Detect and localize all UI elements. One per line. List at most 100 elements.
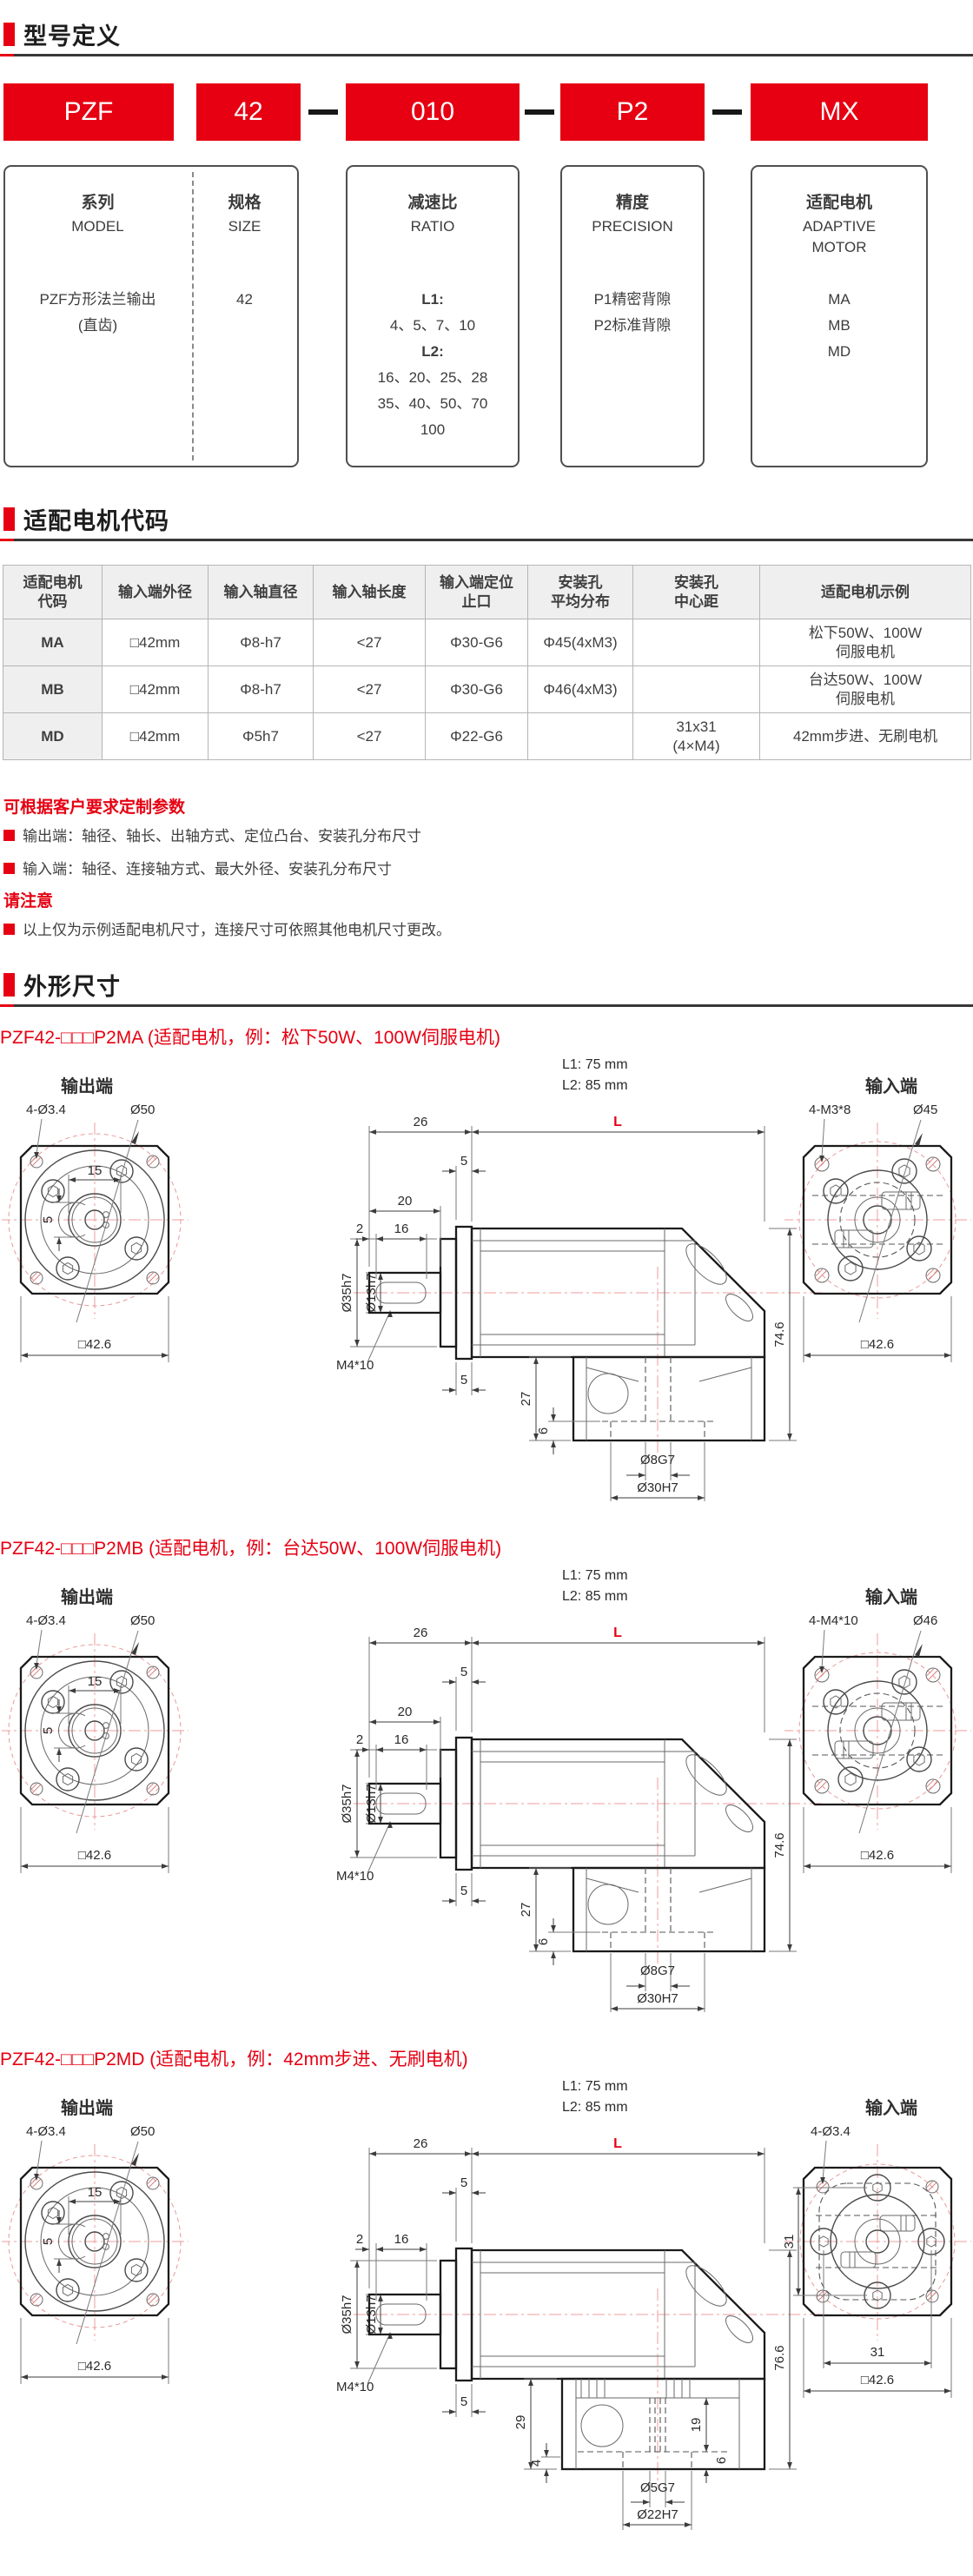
dim-label: 74.6 — [772, 1321, 787, 1347]
dim-label: 4-Ø3.4 — [26, 1103, 66, 1117]
dim-label: 5 — [460, 1665, 467, 1679]
table-cell: Φ8-h7 — [208, 619, 314, 666]
dim-label: 2 — [356, 2232, 363, 2247]
dim-label: 5 — [41, 2238, 56, 2245]
output-flange-view: 15 5 4-Ø3.4 Ø50 □42.6 — [0, 1613, 192, 1873]
dim-label: 4-M3*8 — [809, 1103, 851, 1117]
output-flange-view-container: 15 5 4-Ø3.4 Ø50 □42.6 — [0, 2113, 192, 2404]
code-box-label: MX — [819, 97, 859, 126]
desc-line: 16、20、25、28 — [377, 369, 488, 386]
column-header: 输入轴直径 — [208, 565, 314, 619]
dim-label: 5 — [460, 2394, 467, 2409]
desc-line: 100 — [420, 421, 446, 438]
input-end-label: 输入端 — [865, 1077, 917, 1096]
dim-label: Ø13h7 — [364, 2295, 379, 2334]
dim-label: □42.6 — [78, 2359, 111, 2374]
desc-line: PZF方形法兰输出 — [39, 291, 156, 308]
desc-title-en: SIZE — [228, 218, 261, 235]
desc-line: P2标准背隙 — [593, 317, 672, 334]
heading-red-tick — [0, 54, 14, 56]
dim-label: 4-Ø3.4 — [26, 2124, 66, 2139]
dash-separator — [308, 109, 338, 115]
dim-label: 6 — [536, 1938, 551, 1945]
dim-label: 16 — [394, 2232, 409, 2247]
table-cell: □42mm — [102, 619, 208, 666]
dim-label: Ø35h7 — [340, 1784, 354, 1823]
drawing-title: PZF42-□□□P2MD (适配电机，例：42mm步进、无刷电机) — [0, 2050, 468, 2069]
output-end-label: 输出端 — [61, 1588, 113, 1607]
input-flange-view: 4-Ø3.4 31 31 □42.6 — [781, 2124, 973, 2398]
table-cell: MA — [3, 619, 103, 666]
heading-red-tick — [0, 539, 14, 541]
section-title: 外形尺寸 — [23, 974, 121, 1000]
desc-line: L2: — [421, 343, 444, 360]
dim-label: 15 — [88, 1674, 103, 1689]
desc-line: 35、40、50、70 — [377, 395, 488, 412]
dim-label: □42.6 — [78, 1848, 111, 1863]
model-code-box: 42 — [196, 83, 301, 141]
dim-label: L1: 75 mm — [562, 2079, 628, 2094]
note-text: 输入端：轴径、连接轴方式、最大外径、安装孔分布尺寸 — [23, 861, 392, 877]
output-flange-view: 15 5 4-Ø3.4 Ø50 □42.6 — [0, 1103, 192, 1362]
dim-label: L — [613, 1626, 622, 1640]
dim-label: 74.6 — [772, 1832, 787, 1858]
input-end-label: 输入端 — [865, 1588, 917, 1607]
table-cell: Φ45(4xM3) — [527, 619, 633, 666]
dim-label: 20 — [398, 1194, 413, 1209]
bullet-square-icon — [3, 924, 15, 935]
dim-label: 16 — [394, 1222, 409, 1236]
dim-label: 6 — [536, 1427, 551, 1434]
desc-title-cn: 规格 — [228, 194, 261, 212]
drawing-title: PZF42-□□□P2MA (适配电机，例：松下50W、100W伺服电机) — [0, 1028, 500, 1048]
dim-label: L2: 85 mm — [562, 1078, 628, 1093]
input-flange-view-container: 4-M3*8 Ø45 □42.6 — [781, 1091, 973, 1382]
table-cell: 台达50W、100W 伺服电机 — [759, 666, 971, 713]
column-header: 安装孔 中心距 — [632, 565, 760, 619]
column-header: 输入轴长度 — [313, 565, 426, 619]
heading-red-tick — [0, 1004, 14, 1007]
desc-title-en: MODEL — [71, 218, 124, 235]
custom-note-title: 可根据客户要求定制参数 — [3, 798, 186, 817]
code-box-label: 42 — [234, 97, 263, 126]
input-flange-view-container: 4-M4*10 Ø46 □42.6 — [781, 1602, 973, 1893]
dim-label: 6 — [714, 2457, 729, 2464]
dim-label: 15 — [88, 2185, 103, 2200]
input-flange-view: 4-M3*8 Ø45 □42.6 — [781, 1103, 973, 1362]
bullet-square-icon — [3, 830, 15, 841]
dim-label: Ø30H7 — [637, 1480, 678, 1495]
dim-label: L — [613, 2136, 622, 2151]
code-box-label: PZF — [63, 97, 114, 126]
section-heading-dimensions: 外形尺寸 — [0, 968, 973, 1007]
dim-label: 26 — [414, 1626, 428, 1640]
dim-label: 5 — [460, 1884, 467, 1898]
dim-label: M4*10 — [336, 2380, 374, 2394]
dim-label: Ø30H7 — [637, 1991, 678, 2006]
column-header: 安装孔 平均分布 — [527, 565, 633, 619]
model-code-box: MX — [751, 83, 928, 141]
model-code-box: PZF — [3, 83, 174, 141]
dim-label: Ø13h7 — [364, 1784, 379, 1823]
table-cell: Φ30-G6 — [425, 666, 528, 713]
table-cell: 松下50W、100W 伺服电机 — [759, 619, 971, 666]
dim-label: 5 — [41, 1727, 56, 1734]
dash-separator — [525, 109, 554, 115]
dim-label: M4*10 — [336, 1869, 374, 1884]
table-cell: <27 — [313, 619, 426, 666]
note-text: 以上仅为示例适配电机尺寸，连接尺寸可依照其他电机尺寸更改。 — [23, 922, 451, 938]
table-cell — [632, 666, 760, 713]
table-cell: MB — [3, 666, 103, 713]
dim-label: L2: 85 mm — [562, 1589, 628, 1604]
dim-label: 5 — [460, 1373, 467, 1387]
section-heading-model-definition: 型号定义 — [0, 17, 973, 56]
section-title: 型号定义 — [23, 23, 121, 50]
section-title: 适配电机代码 — [23, 508, 169, 534]
table-cell: Φ5h7 — [208, 712, 314, 760]
dim-label: Ø46 — [913, 1613, 937, 1628]
dim-label: Ø50 — [130, 2124, 155, 2139]
output-end-label: 输出端 — [61, 2099, 113, 2118]
